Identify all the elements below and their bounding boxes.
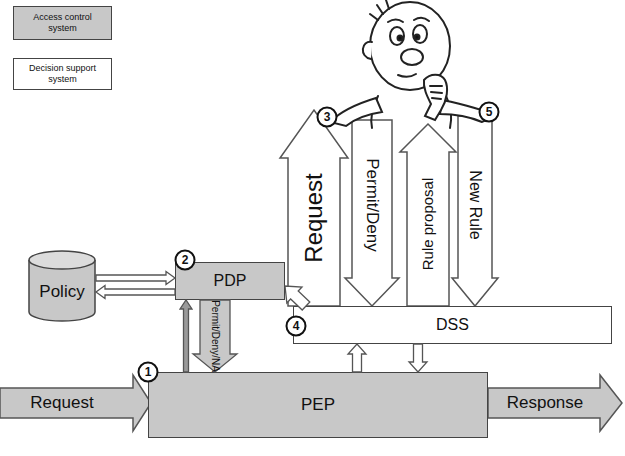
policy-store: Policy	[28, 250, 96, 322]
person-arm	[440, 100, 496, 122]
person-eye	[390, 27, 404, 45]
callout-number: 5	[479, 102, 500, 123]
decision-arrow	[193, 300, 237, 372]
legend-swatch: Access control system	[13, 6, 112, 40]
arrow-label: New Rule	[466, 170, 484, 239]
flow-arrow	[180, 300, 192, 372]
person-hand	[424, 75, 447, 120]
node-label: PDP	[214, 272, 247, 290]
input-label: Request	[30, 394, 93, 413]
flow-arrow	[409, 344, 427, 372]
flow-arrow	[96, 272, 175, 285]
down-arrow	[452, 116, 498, 306]
callout-number: 4	[286, 316, 307, 337]
person-brows	[388, 18, 429, 22]
flow-arrow	[285, 286, 310, 310]
thinking-person	[330, 0, 496, 128]
dss-box: DSS	[293, 306, 612, 344]
output-arrow	[488, 375, 622, 431]
cylinder-outline	[28, 250, 96, 322]
legend-swatch: Decision support system	[13, 58, 112, 90]
legend-text: Access control system	[14, 12, 111, 34]
edge-label: Permit/Deny/NA	[210, 300, 221, 372]
node-label: DSS	[436, 316, 469, 334]
callout-number: 3	[317, 107, 338, 128]
node-label: Policy	[39, 283, 84, 302]
arrow-label: Rule proposal	[420, 178, 437, 271]
person-fingers	[430, 86, 442, 99]
person-pupil	[398, 36, 403, 41]
flow-arrow	[96, 286, 175, 299]
up-arrow	[280, 110, 348, 306]
output-label: Response	[507, 394, 584, 413]
person-nose	[401, 49, 423, 65]
node-label: PEP	[301, 396, 335, 415]
up-arrow	[400, 124, 456, 306]
pdp-box: PDP	[175, 262, 285, 300]
down-arrow	[345, 120, 399, 306]
legend-text: Decision support system	[14, 63, 111, 85]
arrow-label: Permit/Deny	[363, 158, 382, 252]
person-eye	[413, 25, 427, 43]
callout-number: 2	[175, 250, 196, 271]
person-pupil	[415, 35, 420, 40]
flow-arrow	[348, 344, 366, 372]
arrow-label: Request	[301, 173, 327, 262]
person-ear	[363, 42, 372, 59]
person-arm	[330, 98, 382, 126]
callout-number: 1	[138, 362, 159, 383]
pep-box: PEP	[148, 372, 488, 438]
input-arrow	[0, 375, 151, 431]
person-hair	[370, 0, 389, 20]
cylinder-body	[29, 260, 95, 321]
person-mouth	[398, 74, 416, 77]
cylinder-top	[29, 251, 95, 269]
